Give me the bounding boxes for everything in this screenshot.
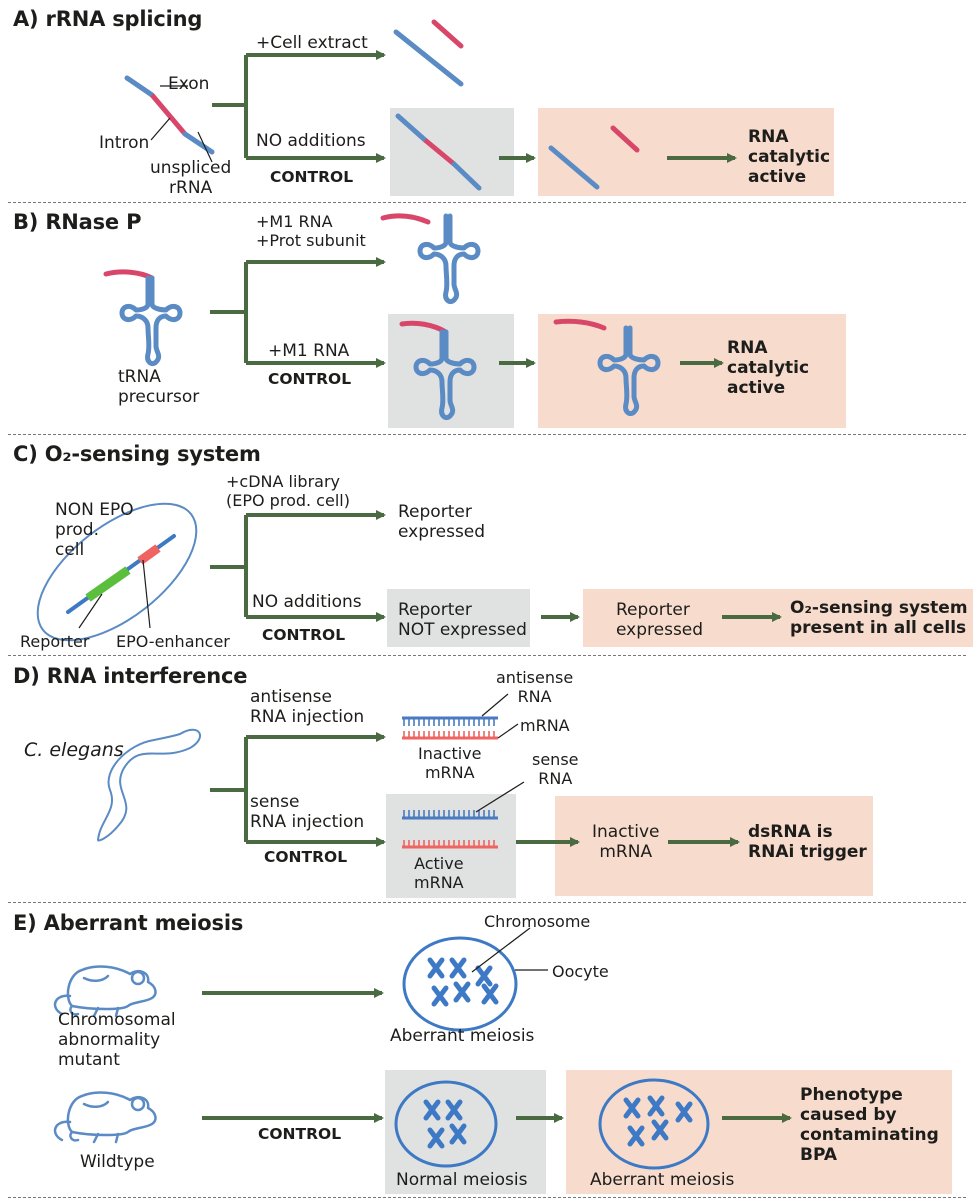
c-control-label: CONTROL [262, 626, 346, 644]
inactive-pink-label: Inactive mRNA [592, 822, 660, 862]
exon-label: Exon [168, 74, 210, 94]
a-bottom-branch-label: NO additions [256, 131, 366, 151]
e-control-box [385, 1070, 546, 1194]
d-result-box [555, 796, 873, 896]
normal-meiosis-label: Normal meiosis [396, 1170, 528, 1190]
aberrant-pink-label: Aberrant meiosis [590, 1170, 735, 1190]
c-bottom-branch-label: NO additions [252, 592, 362, 612]
sense-label: sense RNA [532, 750, 579, 788]
chromosome-label: Chromosome [484, 912, 591, 931]
cell-label: NON EPO prod. cell [55, 500, 134, 560]
e-result-text: Phenotype caused by contaminating BPA [800, 1085, 939, 1165]
b-top-branch-label: +M1 RNA +Prot subunit [256, 212, 366, 250]
e-control-label: CONTROL [258, 1125, 342, 1143]
divider-ab [8, 202, 966, 203]
mrna-label: mRNA [520, 716, 570, 735]
section-b-title: B) RNase P [13, 210, 142, 234]
b-result-text: RNA catalytic active [727, 338, 810, 398]
c-top-result: Reporter expressed [398, 502, 486, 542]
d-control-label: CONTROL [264, 848, 348, 866]
section-d-title: D) RNA interference [13, 664, 248, 688]
c-pink-text: Reporter expressed [616, 600, 704, 640]
intron-label: Intron [99, 133, 150, 153]
reporter-gene-label: Reporter [20, 632, 90, 651]
wildtype-label: Wildtype [80, 1152, 155, 1172]
aberrant-top-label: Aberrant meiosis [390, 1026, 535, 1046]
divider-cd [8, 655, 966, 656]
a-control-box [390, 108, 514, 196]
divider-bc [8, 434, 966, 435]
section-a-title: A) rRNA splicing [13, 7, 203, 31]
b-control-label: CONTROL [268, 370, 352, 388]
d-top-branch-label: antisense RNA injection [250, 687, 365, 727]
organism-label: C. elegans [24, 739, 124, 761]
d-result-text: dsRNA is RNAi trigger [748, 822, 867, 862]
top-duplex [402, 716, 498, 740]
divider-bottom [8, 1197, 966, 1198]
a-result-text: RNA catalytic active [748, 127, 831, 187]
mutant-label: Chromosomal abnormality mutant [58, 1010, 176, 1070]
active-mrna-label: Active mRNA [414, 854, 464, 892]
antisense-label: antisense RNA [496, 668, 574, 706]
section-e-title: E) Aberrant meiosis [13, 911, 244, 935]
epo-enhancer-label: EPO-enhancer [116, 632, 230, 651]
c-gray-text: Reporter NOT expressed [398, 600, 527, 640]
a-control-label: CONTROL [270, 168, 354, 186]
c-top-branch-label: +cDNA library (EPO prod. cell) [226, 472, 350, 510]
c-result-text: O₂-sensing system present in all cells [790, 598, 968, 638]
c-control-box [387, 589, 530, 647]
unspliced-label: unspliced rRNA [150, 158, 232, 198]
a-top-branch-label: +Cell extract [256, 33, 368, 53]
section-c-title: C) O₂-sensing system [13, 442, 261, 466]
divider-de [8, 902, 966, 903]
oocyte-label: Oocyte [552, 962, 609, 981]
inactive-top-label: Inactive mRNA [418, 744, 482, 782]
b-bottom-branch-label: +M1 RNA [268, 341, 350, 361]
trna-precursor-label: tRNA precursor [118, 367, 200, 407]
d-bottom-branch-label: sense RNA injection [250, 792, 365, 832]
b-result-box [538, 314, 846, 428]
